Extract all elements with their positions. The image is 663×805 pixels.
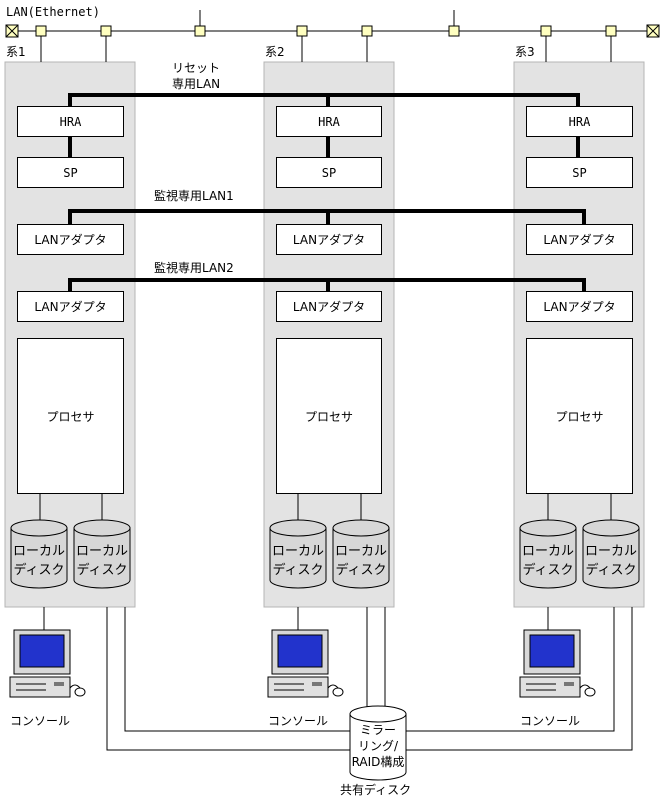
system-3-lan-adapter-2: LANアダプタ bbox=[526, 291, 633, 322]
processor-disk-links bbox=[39, 493, 612, 523]
disk-label-line2: ディスク bbox=[585, 563, 637, 578]
system-2-hra: HRA bbox=[276, 106, 382, 137]
system-3-console-label: コンソール bbox=[520, 714, 581, 728]
disk-label-line1: ローカル bbox=[584, 544, 637, 559]
shared-disk-line1: ミラー bbox=[359, 723, 396, 737]
system-2-local-disk-b: ローカル ディスク bbox=[333, 542, 389, 580]
system-3-local-disk-b: ローカル ディスク bbox=[583, 542, 639, 580]
console-computer-3 bbox=[519, 629, 596, 698]
system-2-sp: SP bbox=[276, 157, 382, 188]
disk-label-line1: ローカル bbox=[75, 544, 128, 559]
system-1-hra: HRA bbox=[17, 106, 124, 137]
monitor-lan1-label: 監視専用LAN1 bbox=[154, 189, 234, 203]
disk-label-line1: ローカル bbox=[334, 544, 387, 559]
shared-disk-cables bbox=[106, 607, 633, 751]
system-3-local-disk-a: ローカル ディスク bbox=[520, 542, 576, 580]
lan-terminator-right bbox=[646, 24, 660, 38]
shared-disk-line2: リング/ bbox=[357, 739, 399, 753]
system-1-processor: プロセサ bbox=[17, 338, 124, 494]
disk-label-line2: ディスク bbox=[76, 563, 128, 578]
disk-label-line2: ディスク bbox=[335, 563, 387, 578]
system-3-sp: SP bbox=[526, 157, 633, 188]
shared-disk-line3: RAID構成 bbox=[351, 755, 405, 769]
system-2-name: 系2 bbox=[265, 45, 285, 59]
shared-disk-cylinder bbox=[349, 705, 407, 781]
lan-ethernet-label: LAN(Ethernet) bbox=[6, 5, 100, 19]
system-3-name: 系3 bbox=[515, 45, 535, 59]
console-computer-1 bbox=[9, 629, 86, 698]
system-1-lan-adapter-2: LANアダプタ bbox=[17, 291, 124, 322]
reset-lan-label-line1: リセット bbox=[172, 61, 221, 75]
disk-label-line1: ローカル bbox=[521, 544, 574, 559]
monitor-lan2-line bbox=[68, 278, 586, 291]
system-1-lan-adapter-1: LANアダプタ bbox=[17, 224, 124, 255]
disk-label-line2: ディスク bbox=[272, 563, 324, 578]
reset-lan-line bbox=[68, 93, 580, 107]
system-3-lan-adapter-1: LANアダプタ bbox=[526, 224, 633, 255]
shared-disk-caption: 共有ディスク bbox=[340, 783, 412, 797]
system-2-processor: プロセサ bbox=[276, 338, 382, 494]
system-1-local-disk-a: ローカル ディスク bbox=[11, 542, 67, 580]
console-computer-2 bbox=[267, 629, 344, 698]
disk-label-line2: ディスク bbox=[13, 563, 65, 578]
disk-label-line1: ローカル bbox=[271, 544, 324, 559]
system-2-console-label: コンソール bbox=[268, 714, 329, 728]
shared-disk-label: ミラー リング/ RAID構成 bbox=[348, 722, 408, 770]
monitor-lan2-label: 監視専用LAN2 bbox=[154, 261, 234, 275]
system-2-local-disk-a: ローカル ディスク bbox=[270, 542, 326, 580]
disk-label-line2: ディスク bbox=[522, 563, 574, 578]
lan-drops bbox=[40, 10, 612, 62]
disk-label-line1: ローカル bbox=[12, 544, 65, 559]
system-3-hra: HRA bbox=[526, 106, 633, 137]
local-disk-cylinders bbox=[10, 519, 640, 589]
system-1-sp: SP bbox=[17, 157, 124, 188]
monitor-lan1-line bbox=[68, 209, 586, 225]
system-1-name: 系1 bbox=[6, 45, 26, 59]
console-cables bbox=[43, 607, 549, 630]
reset-lan-label-line2: 専用LAN bbox=[172, 77, 221, 91]
system-3-processor: プロセサ bbox=[526, 338, 633, 494]
system-1-local-disk-b: ローカル ディスク bbox=[74, 542, 130, 580]
system-2-lan-adapter-2: LANアダプタ bbox=[276, 291, 382, 322]
system-2-lan-adapter-1: LANアダプタ bbox=[276, 224, 382, 255]
system-1-console-label: コンソール bbox=[10, 714, 71, 728]
lan-terminator-left bbox=[5, 24, 19, 38]
hra-sp-links bbox=[68, 136, 580, 157]
